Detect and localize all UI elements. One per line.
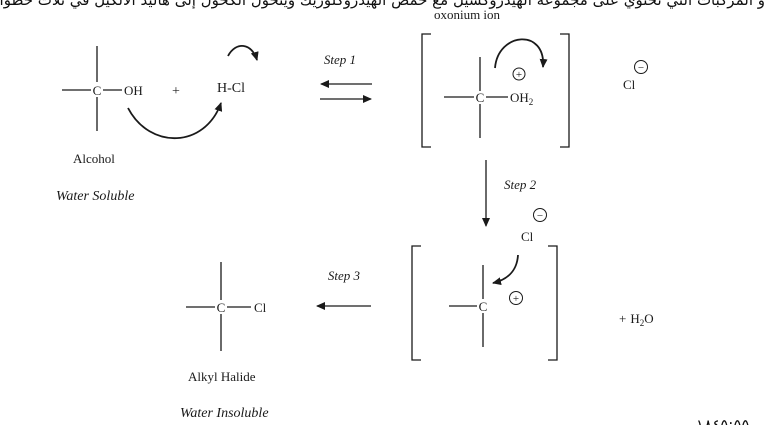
water-soluble-label: Water Soluble	[56, 189, 134, 204]
chloride-ion-2: Cl −	[521, 208, 547, 244]
svg-text:Cl: Cl	[623, 77, 636, 92]
water-byproduct: +H2O	[619, 311, 654, 328]
step3-label: Step 3	[328, 268, 361, 283]
water-insoluble-label: Water Insoluble	[180, 406, 269, 421]
oxonium-bond-curved-arrow	[494, 38, 548, 69]
carbocation-bracket	[411, 245, 558, 361]
alcohol-structure: C OH	[62, 46, 143, 131]
carbocation-structure: C +	[449, 265, 523, 347]
alkyl-halide-label: Alkyl Halide	[188, 369, 256, 384]
oxonium-oh2: OH2	[510, 90, 533, 107]
alkyl-halide-carbon: C	[217, 300, 226, 315]
svg-text:−: −	[537, 210, 543, 222]
top-clipped-text: و المركبات التي تحتوي على مجموعة الهيدرو…	[0, 0, 765, 9]
chloride-ion-1: Cl −	[623, 60, 648, 92]
carbocation-carbon: C	[479, 299, 488, 314]
oxonium-structure: C OH2 +	[444, 57, 533, 138]
oxonium-positive-charge: +	[516, 69, 522, 81]
alcohol-oh: OH	[124, 83, 143, 98]
reactant-plus: +	[172, 84, 180, 99]
alcohol-carbon: C	[93, 83, 102, 98]
hcl-bond-curved-arrow	[227, 45, 259, 61]
carbocation-positive-charge: +	[513, 293, 519, 305]
step1-label: Step 1	[324, 52, 356, 67]
oh-to-h-curved-arrow	[127, 102, 223, 140]
svg-text:−: −	[638, 62, 644, 74]
alcohol-label: Alcohol	[73, 151, 115, 166]
corner-clipped-text: ١٨٤٥:٥٥ .	[696, 416, 759, 425]
oxonium-ion-label: oxonium ion	[434, 7, 501, 22]
oxonium-bracket	[421, 33, 570, 148]
alkyl-halide-cl: Cl	[254, 300, 267, 315]
oxonium-carbon: C	[476, 90, 485, 105]
hcl-label: H-Cl	[217, 81, 245, 96]
step2-label: Step 2	[504, 177, 537, 192]
chloride-attack-curved-arrow	[492, 254, 519, 286]
alkyl-halide-structure: C Cl	[186, 262, 267, 351]
svg-text:Cl: Cl	[521, 229, 534, 244]
